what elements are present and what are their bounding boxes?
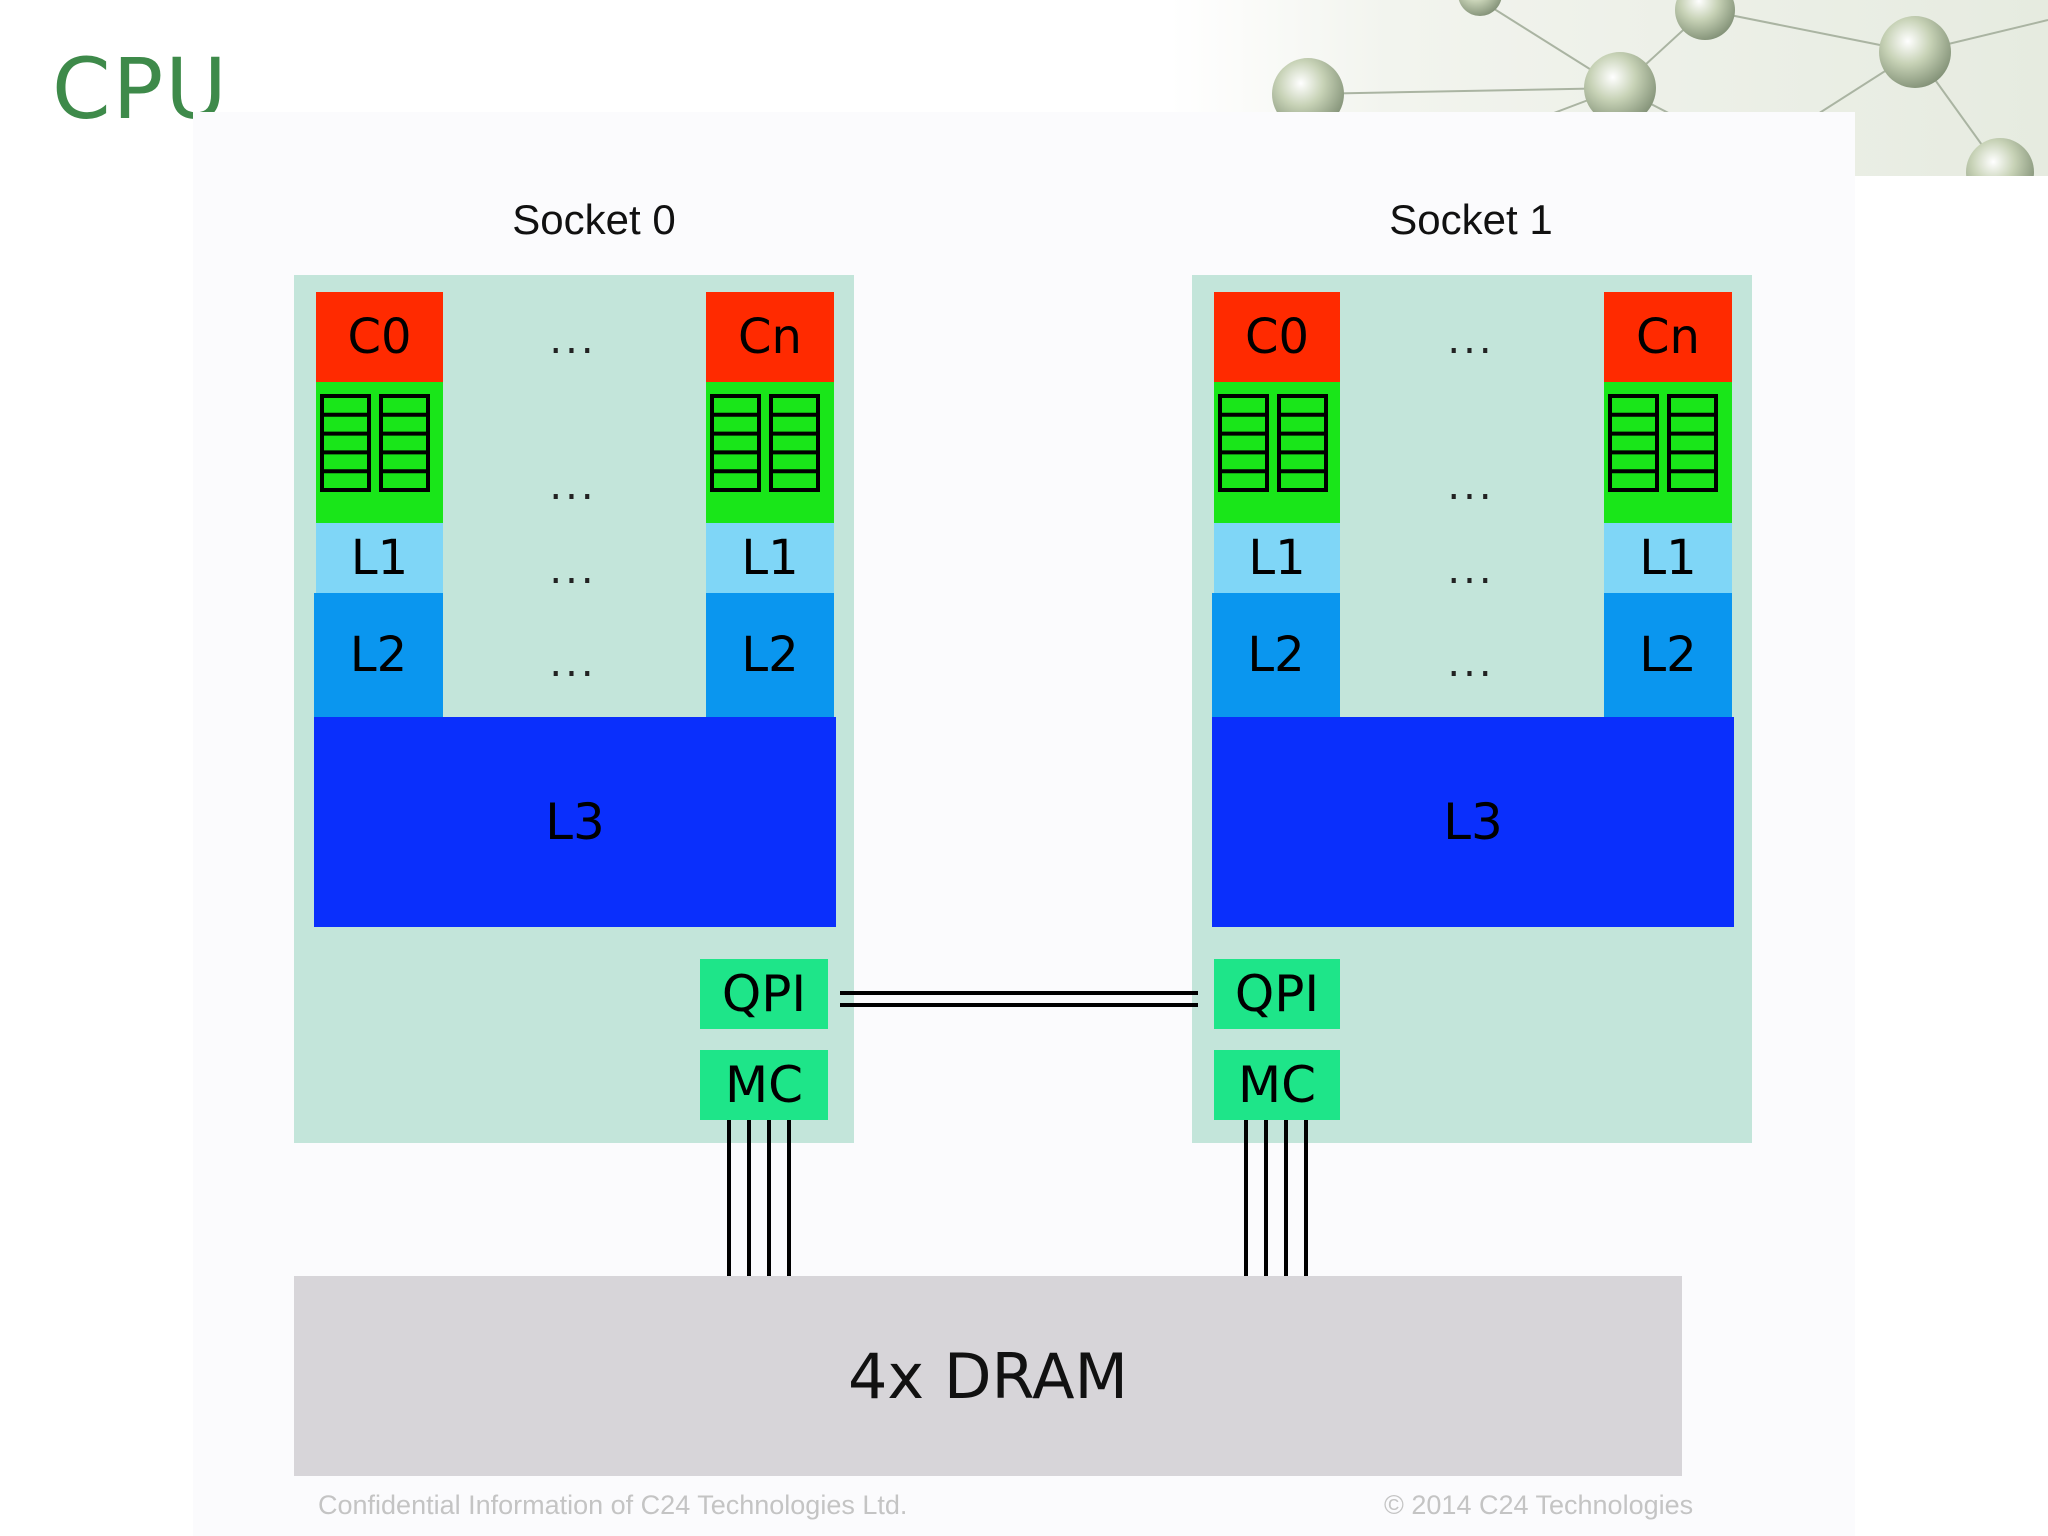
socket-0-core-first: C0 (316, 292, 443, 382)
socket-1-core-first-l1: L1 (1214, 523, 1340, 593)
register-file-1 (769, 394, 820, 492)
register-file-0 (379, 394, 430, 492)
socket-0-ellipsis-cores: ... (549, 317, 597, 363)
socket-1-ellipsis-l2: ... (1447, 640, 1495, 686)
socket-1-mc: MC (1214, 1050, 1340, 1120)
socket-1-label: Socket 1 (1389, 196, 1553, 243)
qpi-link (840, 991, 1198, 1007)
socket-0-label: Socket 0 (512, 196, 676, 243)
socket-1-ellipsis-registers: ... (1447, 463, 1495, 509)
socket-1-ellipsis-l1: ... (1447, 547, 1495, 593)
register-file-2 (1277, 394, 1328, 492)
register-file-2 (1218, 394, 1269, 492)
socket-0-core-last: Cn (706, 292, 834, 382)
socket-1-core-last-l2: L2 (1604, 593, 1732, 717)
register-file-3 (1667, 394, 1718, 492)
socket-1-core-last: Cn (1604, 292, 1732, 382)
socket-0-core-last-l1: L1 (706, 523, 834, 593)
socket-1-core-first: C0 (1214, 292, 1340, 382)
socket-1-qpi: QPI (1214, 959, 1340, 1029)
socket-1-ellipsis-cores: ... (1447, 317, 1495, 363)
socket-0-l3: L3 (314, 717, 836, 927)
socket-1-l3: L3 (1212, 717, 1734, 927)
register-file-3 (1608, 394, 1659, 492)
socket-1-core-first-l2: L2 (1212, 593, 1340, 717)
socket-0-ellipsis-l2: ... (549, 640, 597, 686)
socket-0-core-first-l2: L2 (314, 593, 443, 717)
register-file-1 (710, 394, 761, 492)
socket-0-core-first-l1: L1 (316, 523, 443, 593)
footer-confidential: Confidential Information of C24 Technolo… (318, 1490, 908, 1520)
socket-0-core-last-l2: L2 (706, 593, 834, 717)
socket-1-memory-channels (1244, 1120, 1308, 1276)
register-grids (320, 394, 1718, 492)
socket-0-ellipsis-registers: ... (549, 463, 597, 509)
socket-0-memory-channels (727, 1120, 791, 1276)
dram-block: 4x DRAM (294, 1276, 1682, 1476)
socket-0-mc: MC (700, 1050, 828, 1120)
footer-copyright: © 2014 C24 Technologies (1384, 1490, 1694, 1520)
socket-0-ellipsis-l1: ... (549, 547, 597, 593)
socket-1: C0 Cn L1 L1 L2 L2 L3 ... ... ... ... QPI… (1192, 275, 1752, 1143)
socket-0-qpi: QPI (700, 959, 828, 1029)
register-file-0 (320, 394, 371, 492)
socket-1-core-last-l1: L1 (1604, 523, 1732, 593)
